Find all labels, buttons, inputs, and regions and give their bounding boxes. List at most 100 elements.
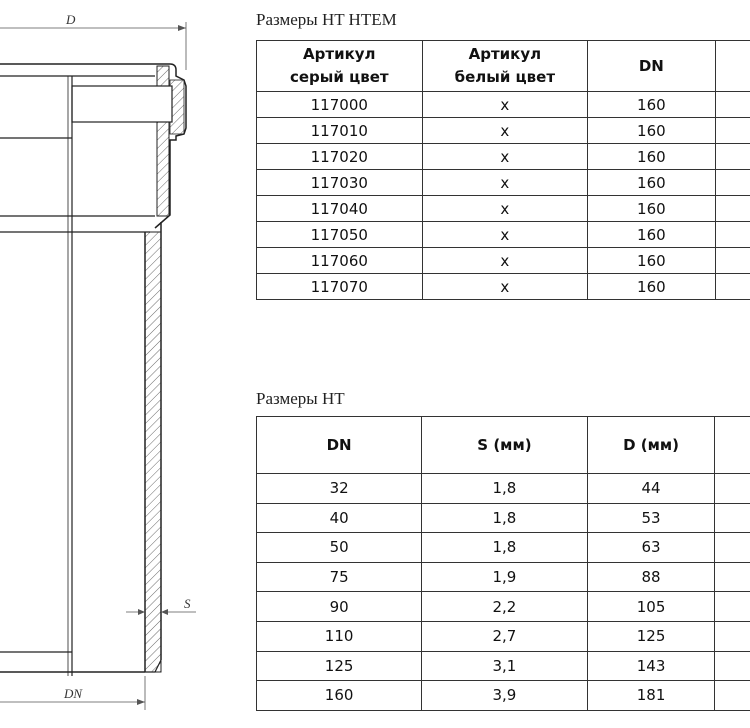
cell (714, 591, 750, 622)
cell: 117010 (256, 117, 423, 144)
col-header-dn: DN (255, 416, 423, 474)
pipe-cross-section-drawing: D S DN (0, 12, 196, 710)
cell (714, 195, 750, 222)
col-header-s: S (мм) (421, 416, 588, 474)
cell: 117020 (256, 143, 423, 170)
cell (714, 221, 750, 248)
cell (714, 91, 750, 118)
cell: 40 (255, 502, 423, 534)
cell: 117070 (256, 273, 423, 300)
cell: 50 (255, 532, 423, 563)
dimension-dn: DN (0, 676, 146, 710)
cell: 181 (586, 680, 716, 711)
cell: 75 (255, 561, 423, 593)
cell: 117060 (256, 247, 423, 274)
cell: x (421, 195, 589, 222)
cell (714, 473, 750, 504)
cell: 160 (587, 117, 716, 144)
cell: 88 (586, 561, 716, 593)
pipe-walls (0, 76, 162, 676)
cell (714, 273, 750, 300)
cell: x (421, 273, 589, 300)
cell: 1,9 (421, 561, 588, 593)
cell: 3,9 (421, 680, 588, 711)
cell: x (421, 221, 589, 248)
label-d: D (65, 12, 76, 27)
cell: x (421, 91, 589, 118)
dimension-s: S (126, 596, 196, 615)
cell (714, 117, 750, 144)
cell: 160 (587, 247, 716, 274)
cell (714, 143, 750, 170)
cell: x (421, 117, 589, 144)
col-header-extra (714, 416, 750, 474)
cell: 117000 (256, 91, 423, 118)
cell (714, 247, 750, 274)
cell: 117050 (256, 221, 423, 248)
cell: 160 (587, 143, 716, 170)
cell: 90 (255, 591, 423, 622)
htem-table-caption: Размеры HT HTEM (256, 10, 397, 29)
cell (714, 650, 750, 682)
cell: 1,8 (421, 532, 588, 563)
cell: 3,1 (421, 650, 588, 682)
cell: 32 (255, 473, 423, 504)
cell (714, 561, 750, 593)
cell: 143 (586, 650, 716, 682)
cell: 1,8 (421, 502, 588, 534)
cell: 160 (587, 91, 716, 118)
table-header-row: Артикул серый цвет Артикул белый цвет DN (256, 40, 750, 92)
cell: 1,8 (421, 473, 588, 504)
label-dn: DN (63, 686, 83, 701)
ht-table-caption: Размеры HT (256, 389, 345, 408)
cell: 63 (586, 532, 716, 563)
cell: 110 (255, 620, 423, 652)
col-header-d: D (мм) (586, 416, 716, 474)
cell: 117040 (256, 195, 423, 222)
col-header-article-grey: Артикул серый цвет (256, 40, 423, 92)
cell: x (421, 247, 589, 274)
cell: 117030 (256, 169, 423, 196)
cell: 53 (586, 502, 716, 534)
cell (714, 680, 750, 711)
cell: 160 (587, 195, 716, 222)
cell (714, 502, 750, 534)
cell: 44 (586, 473, 716, 504)
cell: 160 (587, 273, 716, 300)
cell (714, 169, 750, 196)
cell: 125 (586, 620, 716, 652)
cell (714, 620, 750, 652)
col-header-extra (714, 40, 750, 92)
cell: 2,2 (421, 591, 588, 622)
cell (714, 532, 750, 563)
socket (0, 63, 187, 233)
cell: x (421, 169, 589, 196)
label-s: S (184, 596, 191, 611)
cell: 2,7 (421, 620, 588, 652)
htem-table: Артикул серый цвет Артикул белый цвет DN… (256, 40, 750, 300)
cell: 160 (255, 680, 423, 711)
col-header-dn: DN (587, 40, 716, 92)
col-header-article-white: Артикул белый цвет (421, 40, 589, 92)
table-header-row: DN S (мм) D (мм) (255, 416, 750, 474)
cell: x (421, 143, 589, 170)
dimension-d: D (0, 12, 187, 70)
cell: 160 (587, 221, 716, 248)
cell: 160 (587, 169, 716, 196)
cell: 125 (255, 650, 423, 682)
